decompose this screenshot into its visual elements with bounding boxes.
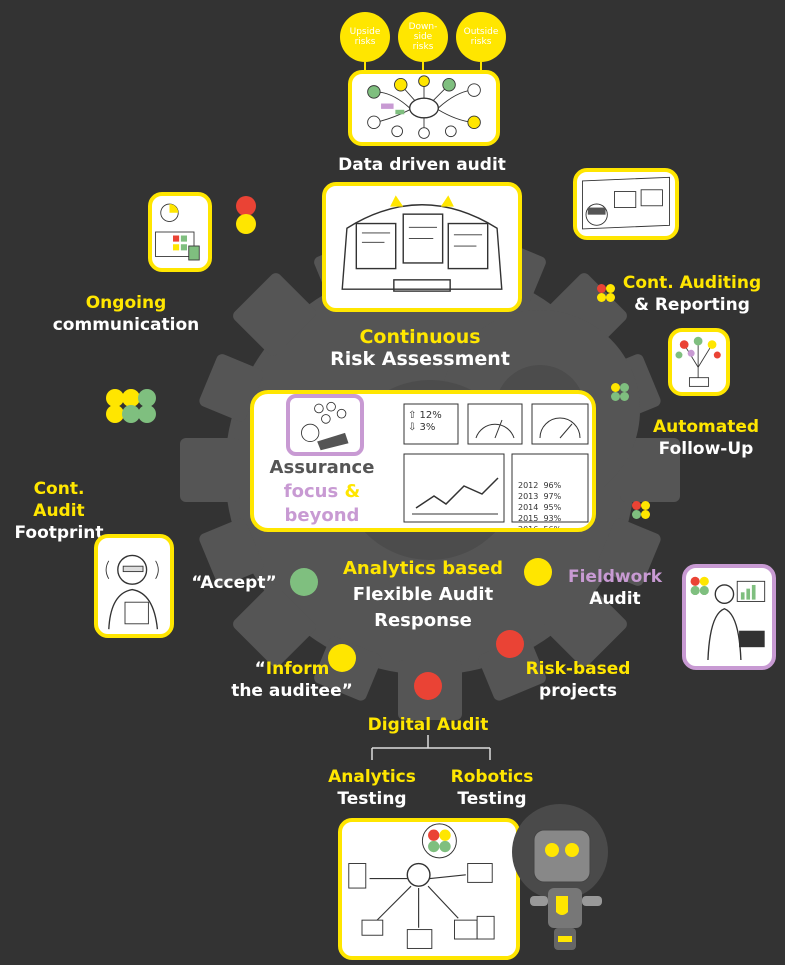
dot-yellow bbox=[641, 501, 650, 510]
dot-green bbox=[632, 510, 641, 519]
assurance-focus-label: Assurance focus & beyond bbox=[269, 457, 375, 526]
data-network-illustration bbox=[348, 70, 500, 146]
bubble-connectors bbox=[364, 62, 482, 73]
robotics-testing-label: Robotics Testing bbox=[450, 767, 534, 809]
ongoing-communication-label: Ongoing communication bbox=[52, 293, 200, 335]
dot-red bbox=[632, 501, 641, 510]
outside-risks-bubble: Outside risks bbox=[456, 12, 506, 62]
data-driven-audit-label: Data driven audit bbox=[338, 155, 506, 175]
analytics-testing-label: Analytics Testing bbox=[328, 767, 416, 809]
chart-tablet-icon bbox=[155, 203, 200, 261]
fieldwork-audit-label: Fieldwork Audit bbox=[567, 567, 663, 609]
person-laptop-icon bbox=[690, 576, 766, 661]
downside-risks-bubble: Down- side risks bbox=[398, 12, 448, 62]
dot-green bbox=[138, 389, 156, 407]
digital-network-illustration bbox=[338, 818, 520, 960]
cont-audit-footprint-label: Cont. Audit Footprint bbox=[14, 479, 104, 543]
tree-network-icon bbox=[675, 336, 721, 387]
auditee-illustration bbox=[94, 534, 174, 638]
dot-green bbox=[138, 405, 156, 423]
continuous-risk-assessment-label: Continuous Risk Assessment bbox=[330, 326, 510, 370]
dot-red bbox=[597, 284, 606, 293]
inform-auditee-label: “Inform the auditee” bbox=[231, 659, 353, 701]
digital-red-dot bbox=[414, 672, 442, 700]
risk-based-projects-label: Risk-based projects bbox=[525, 659, 631, 701]
automated-follow-up-label: Automated Follow-Up bbox=[652, 417, 760, 459]
dot-green bbox=[620, 392, 629, 401]
assurance-illustration bbox=[286, 394, 364, 456]
communication-illustration bbox=[148, 192, 212, 272]
gauge-readout: ⇧ 12%⇩ 3% bbox=[408, 410, 442, 433]
fieldwork-illustration bbox=[682, 564, 776, 670]
dot-green bbox=[620, 383, 629, 392]
risk-based-red-dot bbox=[496, 630, 524, 658]
digital-audit-label: Digital Audit bbox=[367, 715, 489, 735]
dashboard-table: 2012 96%2013 97%2014 95%2015 93%2016 56% bbox=[518, 481, 562, 532]
status-dot-yellow bbox=[236, 214, 256, 234]
dot-yellow bbox=[122, 389, 140, 407]
dot-yellow bbox=[606, 284, 615, 293]
upside-risks-bubble: Upside risks bbox=[340, 12, 390, 62]
accept-green-dot bbox=[290, 568, 318, 596]
fieldwork-yellow-dot bbox=[524, 558, 552, 586]
dot-yellow bbox=[106, 389, 124, 407]
dot-yellow bbox=[597, 293, 606, 302]
vr-illustration bbox=[573, 168, 679, 240]
assurance-dashboard-panel: Assurance focus & beyond ⇧ 12%⇩ 3% 2012 … bbox=[250, 390, 596, 532]
dot-yellow bbox=[106, 405, 124, 423]
gauges-icon bbox=[403, 403, 589, 523]
automation-illustration bbox=[668, 328, 730, 396]
dot-green bbox=[122, 405, 140, 423]
status-dot-red bbox=[236, 196, 256, 216]
person-reading-icon bbox=[301, 401, 349, 451]
accept-label: “Accept” bbox=[191, 573, 277, 593]
analytics-based-response-label: Analytics based Flexible Audit Response bbox=[342, 558, 504, 631]
network-icon bbox=[367, 75, 481, 139]
inform-yellow-dot bbox=[328, 644, 356, 672]
vr-headset-icon bbox=[582, 176, 670, 230]
dot-yellow bbox=[641, 510, 650, 519]
person-headphones-icon bbox=[105, 554, 159, 630]
dot-green bbox=[611, 392, 620, 401]
dashboard-sketch: ⇧ 12%⇩ 3% 2012 96%2013 97%2014 95%2015 9… bbox=[402, 400, 592, 528]
hub-network-icon bbox=[348, 823, 495, 949]
cont-auditing-label: Cont. Auditing & Reporting bbox=[622, 273, 762, 315]
monitors-icon bbox=[341, 195, 503, 292]
control-room-illustration bbox=[322, 182, 522, 312]
dot-yellow bbox=[606, 293, 615, 302]
dot-yellow bbox=[611, 383, 620, 392]
